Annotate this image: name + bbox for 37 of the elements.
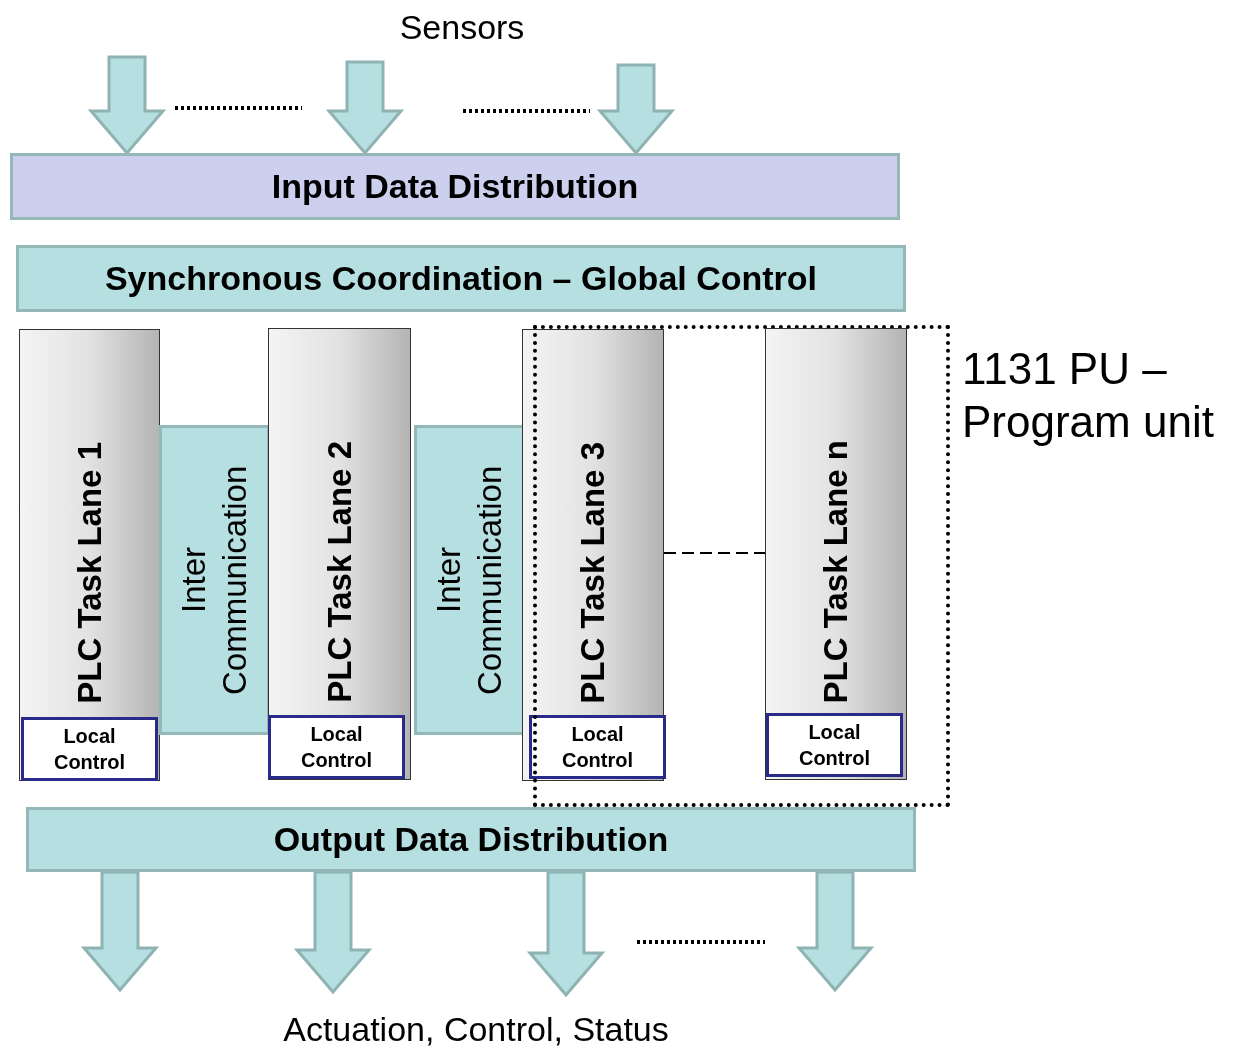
local-control-box <box>268 715 405 779</box>
band-title: Input Data Distribution <box>271 167 639 206</box>
local-control-label: Local Control <box>797 720 872 771</box>
block-arrow <box>596 63 676 156</box>
block-arrow <box>80 870 160 993</box>
task-lane <box>19 329 160 781</box>
block-arrow <box>795 870 875 993</box>
program-unit-label: 1131 PU – Program unit <box>962 343 1215 448</box>
dashed-connector <box>663 552 766 554</box>
local-control-label: Local Control <box>299 722 374 773</box>
communication-box <box>414 425 525 735</box>
communication-label: Inter Communication <box>429 464 510 697</box>
input-band <box>10 153 900 220</box>
output-band <box>26 807 916 872</box>
lane-title: PLC Task Lane n <box>817 439 855 703</box>
coordination-band <box>16 245 906 312</box>
block-arrow <box>87 55 167 156</box>
local-control-box <box>21 717 158 781</box>
block-arrow <box>526 870 606 998</box>
lane-title: PLC Task Lane 3 <box>574 442 612 704</box>
block-arrow <box>325 60 405 156</box>
block-arrow <box>293 870 373 995</box>
task-lane <box>268 328 411 780</box>
task-lane <box>765 328 907 780</box>
band-title: Output Data Distribution <box>273 820 669 859</box>
communication-box <box>159 425 270 735</box>
communication-label: Inter Communication <box>174 464 255 697</box>
local-control-label: Local Control <box>52 724 127 775</box>
outputs-label: Actuation, Control, Status <box>283 1010 669 1048</box>
sensors-label: Sensors <box>399 8 525 47</box>
task-lane <box>522 329 664 781</box>
local-control-label: Local Control <box>560 722 635 773</box>
local-control-box <box>766 713 903 777</box>
lane-title: PLC Task Lane 1 <box>70 442 109 704</box>
band-title: Synchronous Coordination – Global Control <box>104 259 818 298</box>
local-control-box <box>529 715 666 779</box>
lane-title: PLC Task Lane 2 <box>320 441 359 703</box>
